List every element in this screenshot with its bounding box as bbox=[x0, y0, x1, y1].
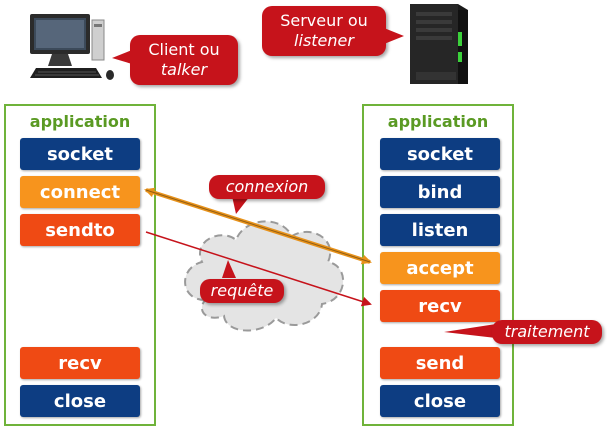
server-step-socket: socket bbox=[380, 138, 500, 170]
client-bubble-pointer bbox=[112, 50, 132, 64]
client-application-title: application bbox=[29, 112, 131, 131]
server-label-line2: listener bbox=[294, 31, 354, 50]
client-step-recv: recv bbox=[20, 347, 140, 379]
network-cloud-icon bbox=[184, 220, 344, 332]
server-step-bind: bind bbox=[380, 176, 500, 208]
client-step-close: close bbox=[20, 385, 140, 417]
client-label-line2: talker bbox=[160, 60, 208, 79]
traitement-label: traitement bbox=[492, 320, 602, 344]
client-label-bubble: Client ou talker bbox=[130, 35, 238, 85]
server-label-bubble: Serveur ou listener bbox=[262, 6, 386, 56]
server-bubble-pointer bbox=[384, 28, 404, 44]
server-tower-icon bbox=[402, 2, 472, 86]
server-application-title: application bbox=[387, 112, 489, 131]
client-label-line1: Client ou bbox=[148, 40, 220, 59]
server-step-listen: listen bbox=[380, 214, 500, 246]
client-step-connect: connect bbox=[20, 176, 140, 208]
server-step-recv: recv bbox=[380, 290, 500, 322]
server-step-send: send bbox=[380, 347, 500, 379]
server-step-close: close bbox=[380, 385, 500, 417]
requete-arrow bbox=[145, 231, 372, 307]
server-label-line1: Serveur ou bbox=[280, 11, 368, 30]
client-step-sendto: sendto bbox=[20, 214, 140, 246]
client-step-socket: socket bbox=[20, 138, 140, 170]
requete-label: requête bbox=[200, 279, 284, 303]
client-computer-icon bbox=[22, 10, 122, 85]
server-step-accept: accept bbox=[380, 252, 500, 284]
connexion-label: connexion bbox=[209, 175, 325, 199]
